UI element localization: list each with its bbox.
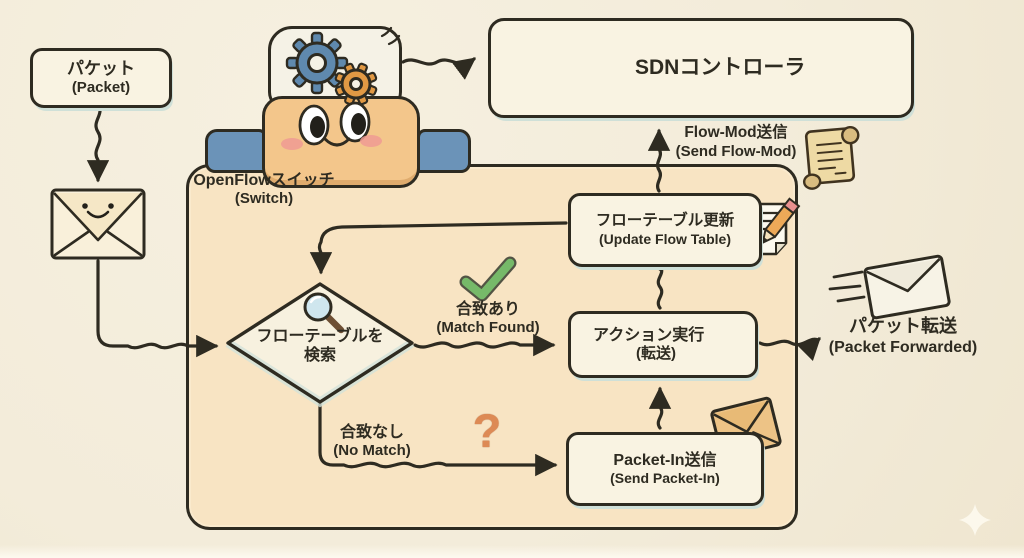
label-packet-forwarded-jp: パケット転送	[849, 316, 957, 336]
label-match-found-jp: 合致あり	[455, 301, 520, 318]
edge-switch-to-sdn	[401, 57, 477, 80]
node-update-jp: フローテーブル更新	[595, 212, 735, 230]
robot-right-arm	[417, 129, 471, 173]
node-packetin-jp: Packet-In送信	[613, 452, 717, 469]
switch-label-jp: OpenFlowスイッチ	[193, 172, 335, 189]
node-sdn-label: SDNコントローラ	[635, 56, 806, 80]
envelope-smiley-icon	[50, 188, 146, 260]
edge-packet-to-envelope	[86, 102, 110, 183]
label-match-found: 合致あり (Match Found)	[418, 300, 558, 337]
node-action-en: (転送)	[636, 345, 676, 363]
node-packet-jp: パケット	[67, 58, 135, 78]
question-icon: ?	[472, 404, 502, 457]
switch-label-en: (Switch)	[234, 190, 294, 208]
label-no-match-en: (No Match)	[333, 442, 411, 460]
label-no-match-jp: 合致なし	[339, 424, 404, 441]
node-execute-action: アクション実行 (転送)	[568, 311, 758, 378]
robot-left-arm	[205, 129, 267, 173]
label-no-match: 合致なし (No Match)	[312, 423, 432, 460]
label-flow-mod-jp: Flow-Mod送信	[684, 124, 788, 141]
label-flow-mod: Flow-Mod送信 (Send Flow-Mod)	[663, 124, 809, 161]
node-search-jp2: 検索	[303, 347, 336, 365]
label-packet-forwarded: パケット転送 (Packet Forwarded)	[805, 316, 1001, 357]
node-search-label: フローテーブルを 検索	[240, 327, 400, 365]
label-flow-mod-en: (Send Flow-Mod)	[675, 142, 797, 160]
node-action-jp: アクション実行	[593, 326, 705, 344]
node-send-packet-in: Packet-In送信 (Send Packet-In)	[566, 432, 764, 506]
switch-label: OpenFlowスイッチ (Switch)	[186, 171, 342, 208]
node-update-flow-table: フローテーブル更新 (Update Flow Table)	[568, 193, 762, 267]
node-update-en: (Update Flow Table)	[599, 230, 731, 247]
node-packetin-en: (Send Packet-In)	[610, 470, 720, 487]
node-search-jp: フローテーブルを	[256, 328, 384, 345]
paper-edge	[0, 545, 1024, 558]
node-sdn-controller: SDNコントローラ	[488, 18, 914, 118]
scroll-icon	[802, 125, 860, 190]
node-packet-en: (Packet)	[71, 79, 131, 97]
label-match-found-en: (Match Found)	[436, 319, 540, 337]
sparkle-icon	[959, 504, 991, 536]
label-packet-forwarded-en: (Packet Forwarded)	[828, 338, 978, 356]
node-packet: パケット (Packet)	[30, 48, 172, 108]
envelope-flying-icon	[828, 254, 951, 320]
